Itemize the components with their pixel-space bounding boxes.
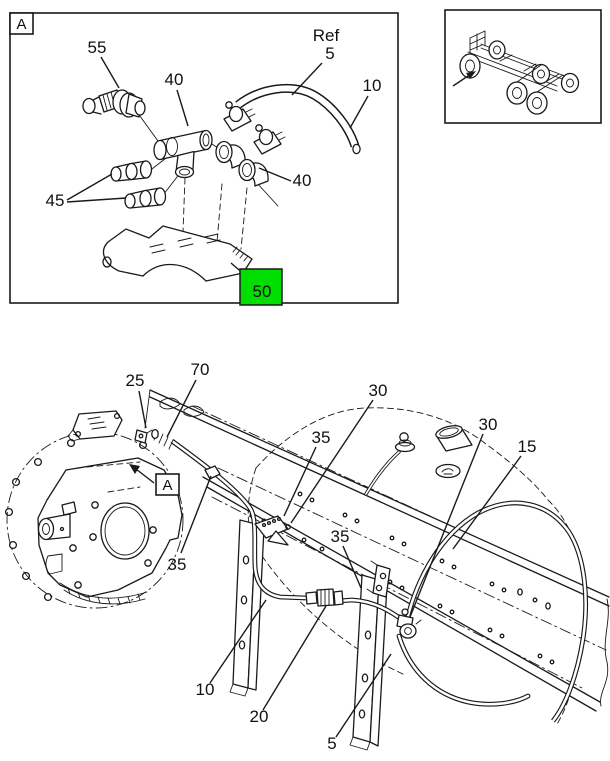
connector-front-part bbox=[285, 524, 291, 530]
valve-part-drawing bbox=[82, 89, 146, 118]
detail-panel-a: A bbox=[9, 12, 399, 306]
tank-strap bbox=[396, 633, 531, 707]
callout-ref-number: 5 bbox=[325, 44, 334, 63]
panel-corner-label: A bbox=[9, 12, 34, 35]
tee-fitting-drawing bbox=[153, 129, 213, 179]
tube-end-cap bbox=[352, 143, 361, 155]
callout-30-rear-text: 30 bbox=[479, 415, 498, 434]
callout-ref-word: Ref bbox=[313, 26, 340, 45]
callout-30-front-text: 30 bbox=[369, 381, 388, 400]
bell-housing-plate-holes bbox=[69, 501, 157, 589]
callout-35-rear-text: 35 bbox=[331, 527, 350, 546]
callout-30-front: 30 bbox=[290, 381, 388, 524]
clip-mid-part bbox=[254, 515, 289, 546]
callout-35-front-text: 35 bbox=[168, 555, 187, 574]
plug-parts-drawing bbox=[110, 160, 167, 209]
view-ref-a: A bbox=[129, 464, 180, 496]
callout-40-elbow-text: 40 bbox=[293, 171, 312, 190]
vent-tube-drawing bbox=[235, 83, 361, 155]
locator-panel bbox=[444, 9, 602, 124]
callout-40-tee-text: 40 bbox=[165, 70, 184, 89]
callout-55-text: 55 bbox=[88, 38, 107, 57]
callout-25: 25 bbox=[126, 371, 147, 429]
callout-70: 70 bbox=[166, 360, 210, 438]
tank-hanger-rear bbox=[349, 574, 388, 751]
view-ref-box bbox=[155, 473, 180, 496]
clip-front-part bbox=[204, 465, 221, 480]
callout-50-highlight[interactable]: 50 bbox=[230, 262, 283, 306]
clip-rear-bracket-part bbox=[366, 560, 391, 598]
locator-arrow bbox=[452, 71, 476, 87]
view-ref-text: A bbox=[162, 477, 172, 494]
callout-30-rear: 30 bbox=[409, 415, 498, 618]
bell-housing-rim-holes bbox=[4, 438, 148, 602]
truck-chassis-icon bbox=[459, 30, 580, 115]
callout-ref-5: Ref 5 bbox=[291, 26, 340, 96]
callout-35-mid-text: 35 bbox=[312, 428, 331, 447]
vent-fitting-bolt bbox=[399, 432, 409, 442]
callout-5: 5 bbox=[327, 653, 392, 753]
callout-35-front: 35 bbox=[168, 475, 212, 574]
callout-40-elbow: 40 bbox=[258, 167, 312, 190]
highlight-box[interactable] bbox=[239, 268, 283, 306]
corner-label-box bbox=[9, 12, 34, 35]
callout-15-text: 15 bbox=[518, 437, 537, 456]
main-illustration: A 25 70 35 30 35 30 15 bbox=[4, 360, 610, 753]
tank-cap-emblem bbox=[435, 463, 461, 479]
housing-top-bracket bbox=[67, 410, 123, 442]
callout-15: 15 bbox=[452, 437, 537, 550]
callout-55: 55 bbox=[88, 38, 120, 89]
tube-clamps-drawing bbox=[223, 101, 286, 155]
filler-neck bbox=[435, 425, 473, 452]
connector-rear-part bbox=[396, 608, 422, 639]
bracket-part-drawing bbox=[102, 225, 253, 282]
callout-20: 20 bbox=[250, 605, 327, 726]
input-shaft-boss bbox=[37, 501, 77, 575]
bell-housing-drawing bbox=[4, 410, 184, 609]
clamp-part bbox=[134, 429, 153, 444]
callout-70-text: 70 bbox=[191, 360, 210, 379]
callout-50-text: 50 bbox=[253, 282, 272, 301]
callout-10-main-text: 10 bbox=[196, 680, 215, 699]
tank-hanger-front bbox=[229, 519, 265, 697]
callout-10-main: 10 bbox=[196, 599, 267, 699]
callout-5-text: 5 bbox=[327, 734, 336, 753]
callout-35-mid: 35 bbox=[283, 428, 331, 517]
callout-25-text: 25 bbox=[126, 371, 145, 390]
callout-10-detail: 10 bbox=[349, 76, 382, 129]
hose-hardware bbox=[134, 429, 422, 639]
callout-20-text: 20 bbox=[250, 707, 269, 726]
tank-fittings-drawing bbox=[364, 425, 473, 496]
quick-connect-part bbox=[305, 588, 344, 607]
callout-45-text: 45 bbox=[46, 191, 65, 210]
housing-bottom-rib bbox=[59, 582, 148, 605]
callout-10-detail-text: 10 bbox=[363, 76, 382, 95]
hose-end-cap bbox=[151, 428, 159, 440]
callout-45: 45 bbox=[46, 173, 127, 210]
corner-label-text: A bbox=[16, 16, 26, 33]
callout-35-rear: 35 bbox=[331, 527, 362, 589]
callout-40-tee: 40 bbox=[165, 70, 189, 127]
